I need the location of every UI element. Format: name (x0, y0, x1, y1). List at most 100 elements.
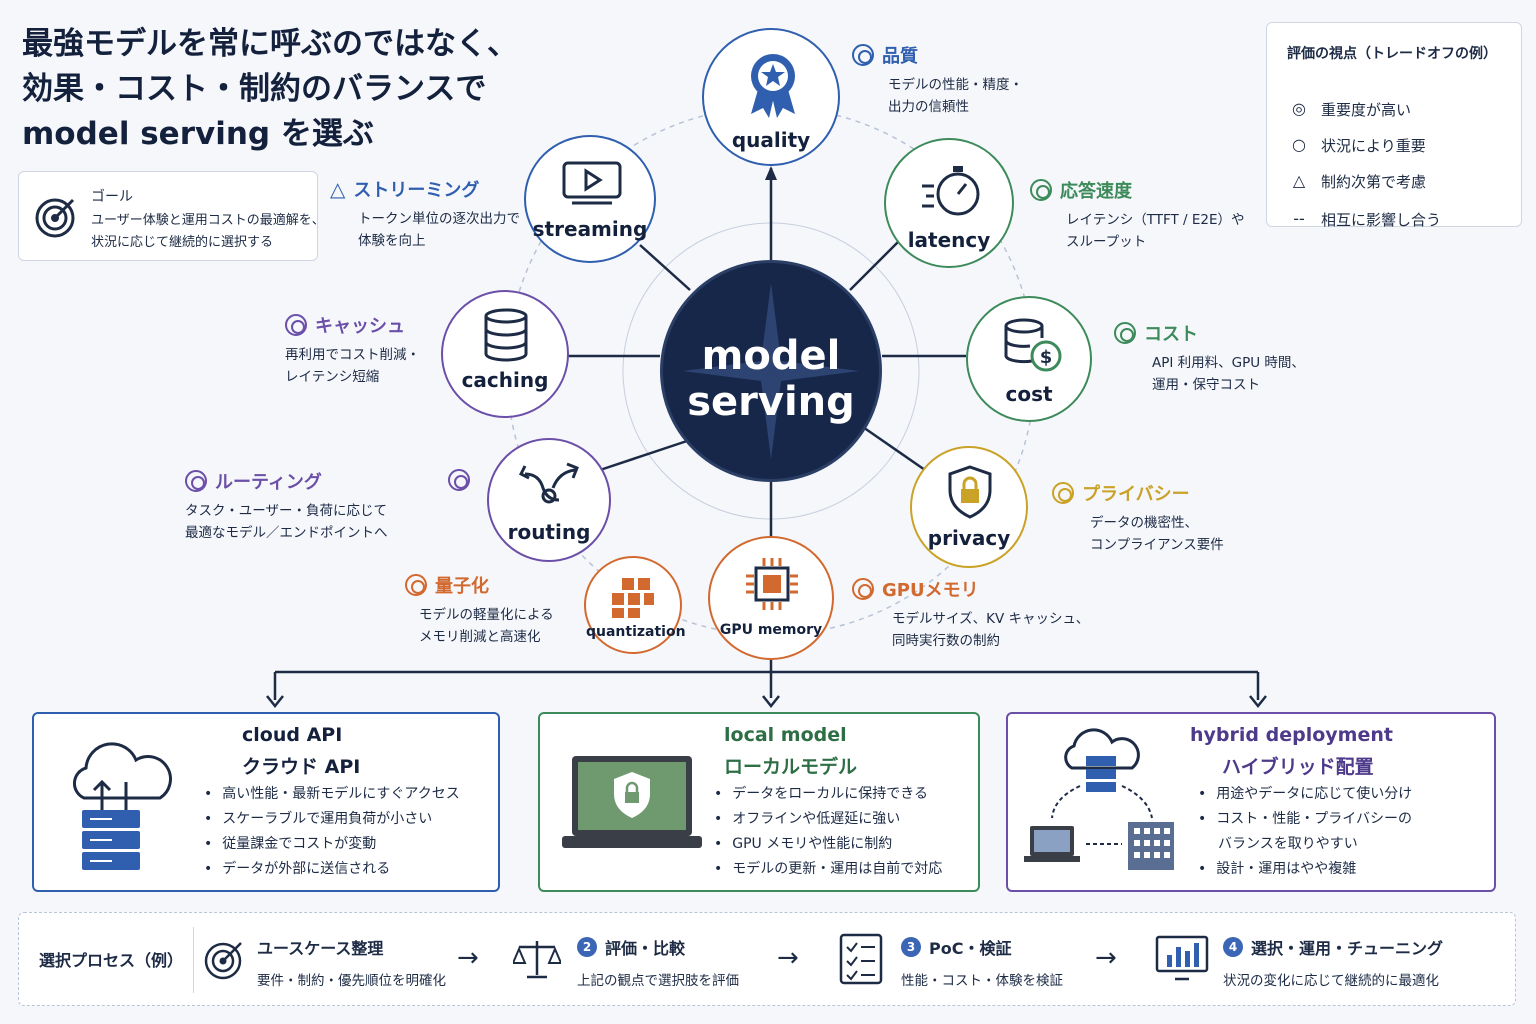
title-line-2: 効果・コスト・制約のバランスで (22, 71, 487, 107)
step-3-title: PoC・検証 (929, 939, 1012, 958)
cloud-server-icon (73, 742, 172, 870)
stopwatch-icon (922, 166, 980, 216)
page-title: 最強モデルを常に呼ぶのではなく、 効果・コスト・制約のバランスで model s… (22, 22, 562, 157)
latency-line-2: スループット (1066, 234, 1147, 250)
node-privacy: privacy (910, 446, 1028, 568)
latency-title: 応答速度 (1060, 181, 1132, 202)
node-cost: $ cost (966, 296, 1092, 422)
local-title: local model (724, 724, 847, 746)
award-ribbon-icon (751, 54, 795, 118)
node-gpu-label: GPU memory (719, 622, 823, 638)
importance-high-icon (1052, 482, 1074, 504)
quality-line-1: モデルの性能・精度・ (888, 77, 1023, 93)
list-item: モデルの更新・運用は自前で対応 (714, 857, 942, 882)
gpu-description: GPUメモリ モデルサイズ、KV キャッシュ、 同時実行数の制約 (852, 576, 1089, 652)
coins-dollar-icon: $ (1004, 318, 1062, 372)
goal-title: ゴール (91, 189, 133, 205)
legend-label-dash: 相互に影響し合う (1321, 211, 1442, 229)
local-subtitle: ローカルモデル (724, 756, 858, 778)
node-cost-label: cost (1005, 382, 1053, 406)
step-3-number: 3 (901, 937, 921, 957)
hub-label-1: model (701, 333, 841, 379)
quality-title: 品質 (882, 46, 918, 67)
cost-description: コスト API 利用料、GPU 時間、 運用・保守コスト (1114, 320, 1305, 396)
triangle-icon: △ (330, 177, 346, 201)
goal-text: ユーザー体験と運用コストの最適解を、 状況に応じて継続的に選択する (91, 210, 325, 254)
shield-lock-icon (948, 465, 992, 519)
process-divider (193, 927, 194, 993)
routing-split-icon (519, 462, 579, 504)
step-4-number: 4 (1223, 937, 1243, 957)
node-quality-label: quality (731, 128, 811, 152)
option-hybrid-deployment: hybrid deployment ハイブリッド配置 用途やデータに応じて使い分… (1006, 712, 1496, 892)
list-item: 用途やデータに応じて使い分け (1198, 782, 1412, 807)
privacy-line-1: データの機密性、 (1090, 515, 1198, 531)
video-play-icon (562, 161, 622, 205)
legend-label-low: 制約次第で考慮 (1321, 173, 1427, 191)
hybrid-title: hybrid deployment (1190, 724, 1393, 746)
title-line-1: 最強モデルを常に呼ぶのではなく、 (22, 26, 518, 62)
list-item: スケーラブルで運用負荷が小さい (204, 807, 460, 832)
gpu-line-2: 同時実行数の制約 (892, 633, 1000, 649)
step-2-desc: 上記の観点で選択肢を評価 (577, 973, 739, 989)
grid-blocks-icon (612, 578, 654, 618)
checklist-icon (839, 933, 883, 985)
hybrid-subtitle: ハイブリッド配置 (1222, 756, 1374, 778)
hybrid-features-list: 用途やデータに応じて使い分け コスト・性能・プライバシーの バランスを取りやすい… (1198, 782, 1412, 882)
streaming-line-2: 体験を向上 (358, 233, 426, 249)
goal-line-2: 状況に応じて継続的に選択する (91, 235, 274, 250)
routing-line-1: タスク・ユーザー・負荷に応じて (185, 503, 387, 519)
list-item: コスト・性能・プライバシーの (1198, 807, 1412, 832)
selection-process: 選択プロセス（例） ユースケース整理 要件・制約・優先順位を明確化 → 2 評価・… (18, 912, 1516, 1006)
step-3-desc: 性能・コスト・体験を検証 (901, 973, 1063, 989)
node-routing-label: routing (507, 520, 591, 544)
process-step-1: ユースケース整理 要件・制約・優先順位を明確化 (257, 935, 446, 989)
quantization-title: 量子化 (435, 576, 489, 597)
caching-line-1: 再利用でコスト削減・ (285, 347, 420, 363)
step-2-number: 2 (577, 937, 597, 957)
privacy-description: プライバシー データの機密性、 コンプライアンス要件 (1052, 480, 1224, 556)
process-step-3: 3 PoC・検証 性能・コスト・体験を検証 (901, 935, 1063, 989)
step-4-title: 選択・運用・チューニング (1251, 939, 1444, 958)
quantization-description: 量子化 モデルの軽量化による メモリ削減と高速化 (405, 572, 554, 648)
cloud-features-list: 高い性能・最新モデルにすぐアクセス スケーラブルで運用負荷が小さい 従量課金でコ… (204, 782, 460, 882)
goal-box: ゴール ユーザー体験と運用コストの最適解を、 状況に応じて継続的に選択する (18, 171, 325, 261)
legend-box: 評価の視点（トレードオフの例） ◎ 重要度が高い ○ 状況により重要 △ 制約次… (1266, 22, 1522, 229)
latency-line-1: レイテンシ（TTFT / E2E）や (1066, 212, 1245, 228)
routing-importance-icon (448, 469, 470, 491)
step-1-title: ユースケース整理 (257, 939, 384, 958)
cloud-title: cloud API (242, 724, 343, 746)
arrow-right-icon: → (457, 943, 479, 973)
step-2-title: 評価・比較 (605, 939, 686, 958)
option-connectors (273, 660, 1260, 700)
legend-title: 評価の視点（トレードオフの例） (1287, 46, 1497, 62)
node-latency: latency (884, 138, 1014, 268)
target-icon (204, 942, 242, 980)
legend-symbol-dash: -- (1293, 209, 1305, 228)
compass-icon (683, 283, 859, 459)
importance-high-icon (1114, 322, 1136, 344)
list-item: 高い性能・最新モデルにすぐアクセス (204, 782, 459, 807)
node-quantization-label: quantization (586, 624, 686, 640)
streaming-description: △ストリーミング トークン単位の逐次出力で 体験を向上 (330, 176, 520, 252)
title-line-3: model serving を選ぶ (22, 116, 374, 152)
routing-line-2: 最適なモデル／エンドポイントへ (185, 525, 388, 541)
quality-description: 品質 モデルの性能・精度・ 出力の信頼性 (852, 42, 1023, 118)
node-quality: quality (702, 28, 840, 166)
streaming-line-1: トークン単位の逐次出力で (358, 211, 520, 227)
routing-title: ルーティング (215, 472, 322, 493)
quality-arrowhead (765, 166, 777, 180)
process-label: 選択プロセス（例） (39, 951, 184, 970)
node-routing: routing (487, 438, 611, 562)
svg-text:$: $ (1040, 347, 1053, 368)
importance-high-icon (185, 470, 207, 492)
legend-symbol-high: ◎ (1292, 99, 1306, 118)
caching-line-2: レイテンシ短縮 (285, 369, 380, 385)
gpu-line-1: モデルサイズ、KV キャッシュ、 (892, 611, 1090, 627)
list-item: オフラインや低遅延に強い (714, 807, 942, 832)
scale-balance-icon (513, 941, 561, 979)
node-privacy-label: privacy (927, 526, 1011, 550)
privacy-line-2: コンプライアンス要件 (1090, 537, 1224, 553)
caching-description: キャッシュ 再利用でコスト削減・ レイテンシ短縮 (285, 312, 420, 388)
